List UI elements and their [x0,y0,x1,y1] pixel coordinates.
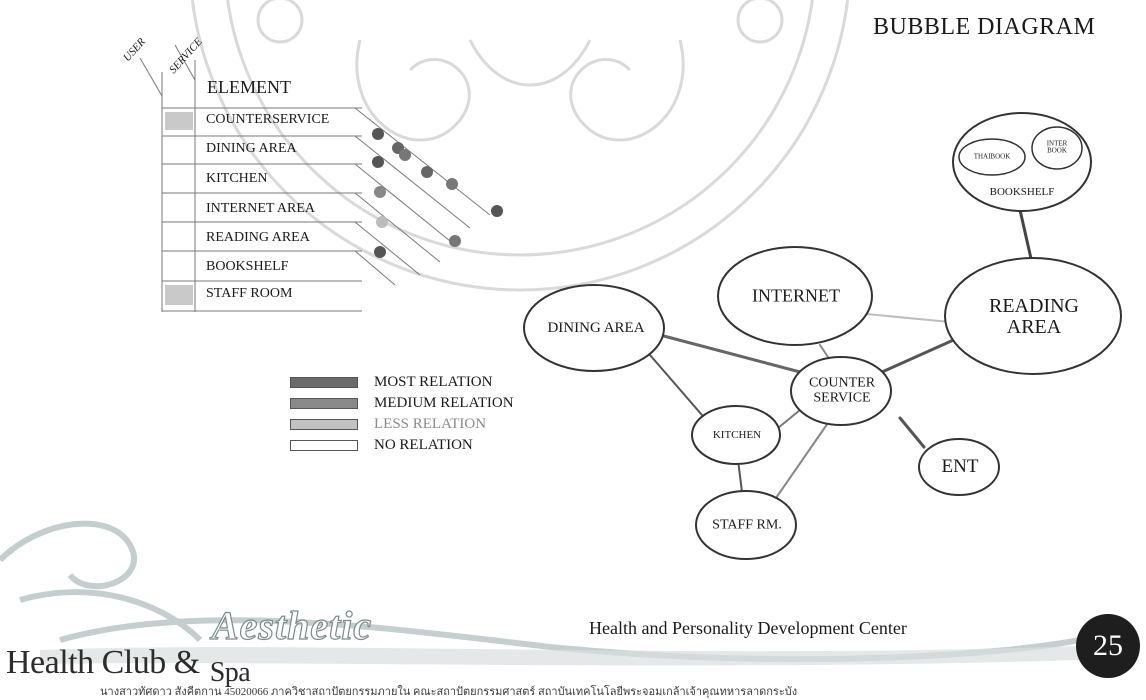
legend-item-less: LESS RELATION [290,414,514,435]
matrix-element-header: ELEMENT [207,77,291,97]
footer-thai-caption: นางสาวทัศดาว สังคีตกาน 45020066 ภาควิชาส… [100,686,798,698]
relation-dot [372,128,384,140]
footer-brand: Health Club & Spa [6,644,251,688]
relation-dot [372,156,384,168]
legend-swatch-medium [290,398,358,409]
legend-item-none: NO RELATION [290,435,514,456]
legend-swatch-less [290,419,358,430]
legend-item-most: MOST RELATION [290,372,514,393]
bubble-label-internet: INTERNET [752,285,840,306]
link-dining-counter [658,333,802,374]
bubble-thaibook [958,138,1026,176]
matrix-row-bookshelf: BOOKSHELF [206,259,289,274]
matrix-row-internet-area: INTERNET AREA [206,201,316,216]
legend-item-medium: MEDIUM RELATION [290,393,514,414]
link-kitchen-counter [777,409,801,429]
relation-dot [446,178,458,190]
matrix-row-kitchen: KITCHEN [206,171,268,186]
link-bookshelf-reading [1018,208,1034,265]
bubble-label-kitchen: KITCHEN [712,429,762,442]
relation-dot [376,216,388,228]
bubble-ent [918,438,1000,496]
matrix-row-staff-room: STAFF ROOM [206,286,293,301]
legend-label-none: NO RELATION [374,437,473,453]
bubble-counter-service [790,356,892,426]
matrix-user-mark-staffroom [165,285,193,305]
link-kitchen-staff [737,459,743,493]
legend-label-medium: MEDIUM RELATION [374,395,514,411]
link-staff-counter [775,419,831,499]
relation-legend: MOST RELATION MEDIUM RELATION LESS RELAT… [290,372,514,456]
bubble-interbook [1031,126,1083,170]
bubble-label-dining: DINING AREA [547,320,645,337]
matrix-user-mark-counterservice [165,112,193,130]
bubble-label-bookshelf: BOOKSHELF [989,186,1055,199]
matrix-row-reading-area: READING AREA [206,230,310,245]
footer-brand-main: Health Club & [6,644,200,681]
matrix-row-counterservice: COUNTERSERVICE [206,112,330,127]
legend-swatch-most [290,377,358,388]
bubble-internet [717,246,873,346]
legend-label-most: MOST RELATION [374,374,493,390]
footer-brand-spa: Spa [209,657,251,688]
relation-dot [491,205,503,217]
page-number-badge: 25 [1076,614,1140,678]
bubble-reading-area [944,257,1122,375]
bubble-label-ent: ENT [941,456,979,478]
bubble-label-thaibook: THAIBOOK [973,152,1011,161]
footer-center-text: Health and Personality Development Cente… [589,618,907,638]
page-title: BUBBLE DIAGRAM [873,14,1096,40]
relation-dot [421,166,433,178]
link-internet-reading [865,313,951,323]
relation-dot [449,235,461,247]
bubble-kitchen [691,405,781,465]
relation-dot [374,186,386,198]
legend-label-less: LESS RELATION [374,416,487,432]
footer-brand-script: Aesthetic [211,602,373,648]
link-counter-reading [880,336,960,374]
bubble-label-staff: STAFF RM. [712,517,782,533]
bubble-dining-area [523,284,665,372]
matrix-row-dining-area: DINING AREA [206,141,297,156]
relation-dot [399,149,411,161]
link-dining-kitchen [649,354,709,423]
link-counter-ent [898,416,926,449]
relation-dot [374,246,386,258]
legend-swatch-none [290,440,358,451]
bubble-staff-rm [695,490,797,560]
